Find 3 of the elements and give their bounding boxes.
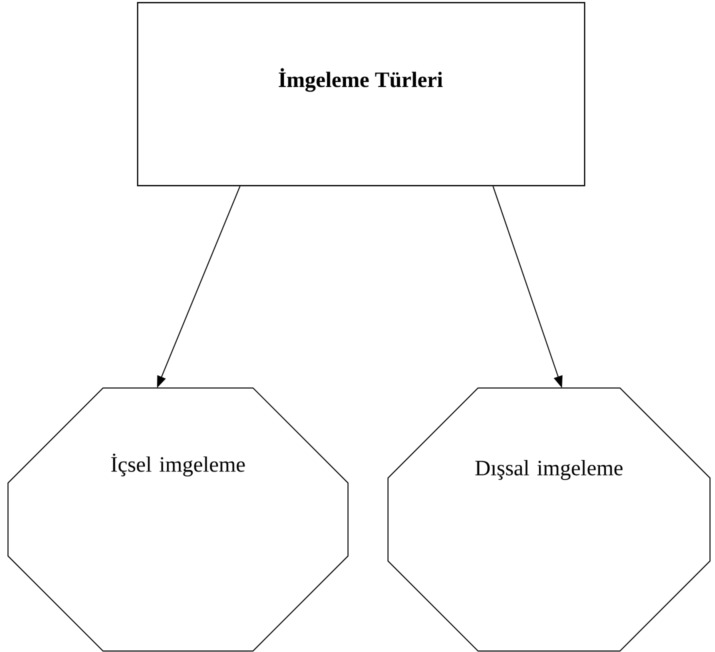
title-box: İmgeleme Türleri	[137, 2, 586, 186]
octagon: Dışsal imgeleme	[388, 387, 710, 652]
octagon: İçsel imgeleme	[8, 387, 348, 652]
